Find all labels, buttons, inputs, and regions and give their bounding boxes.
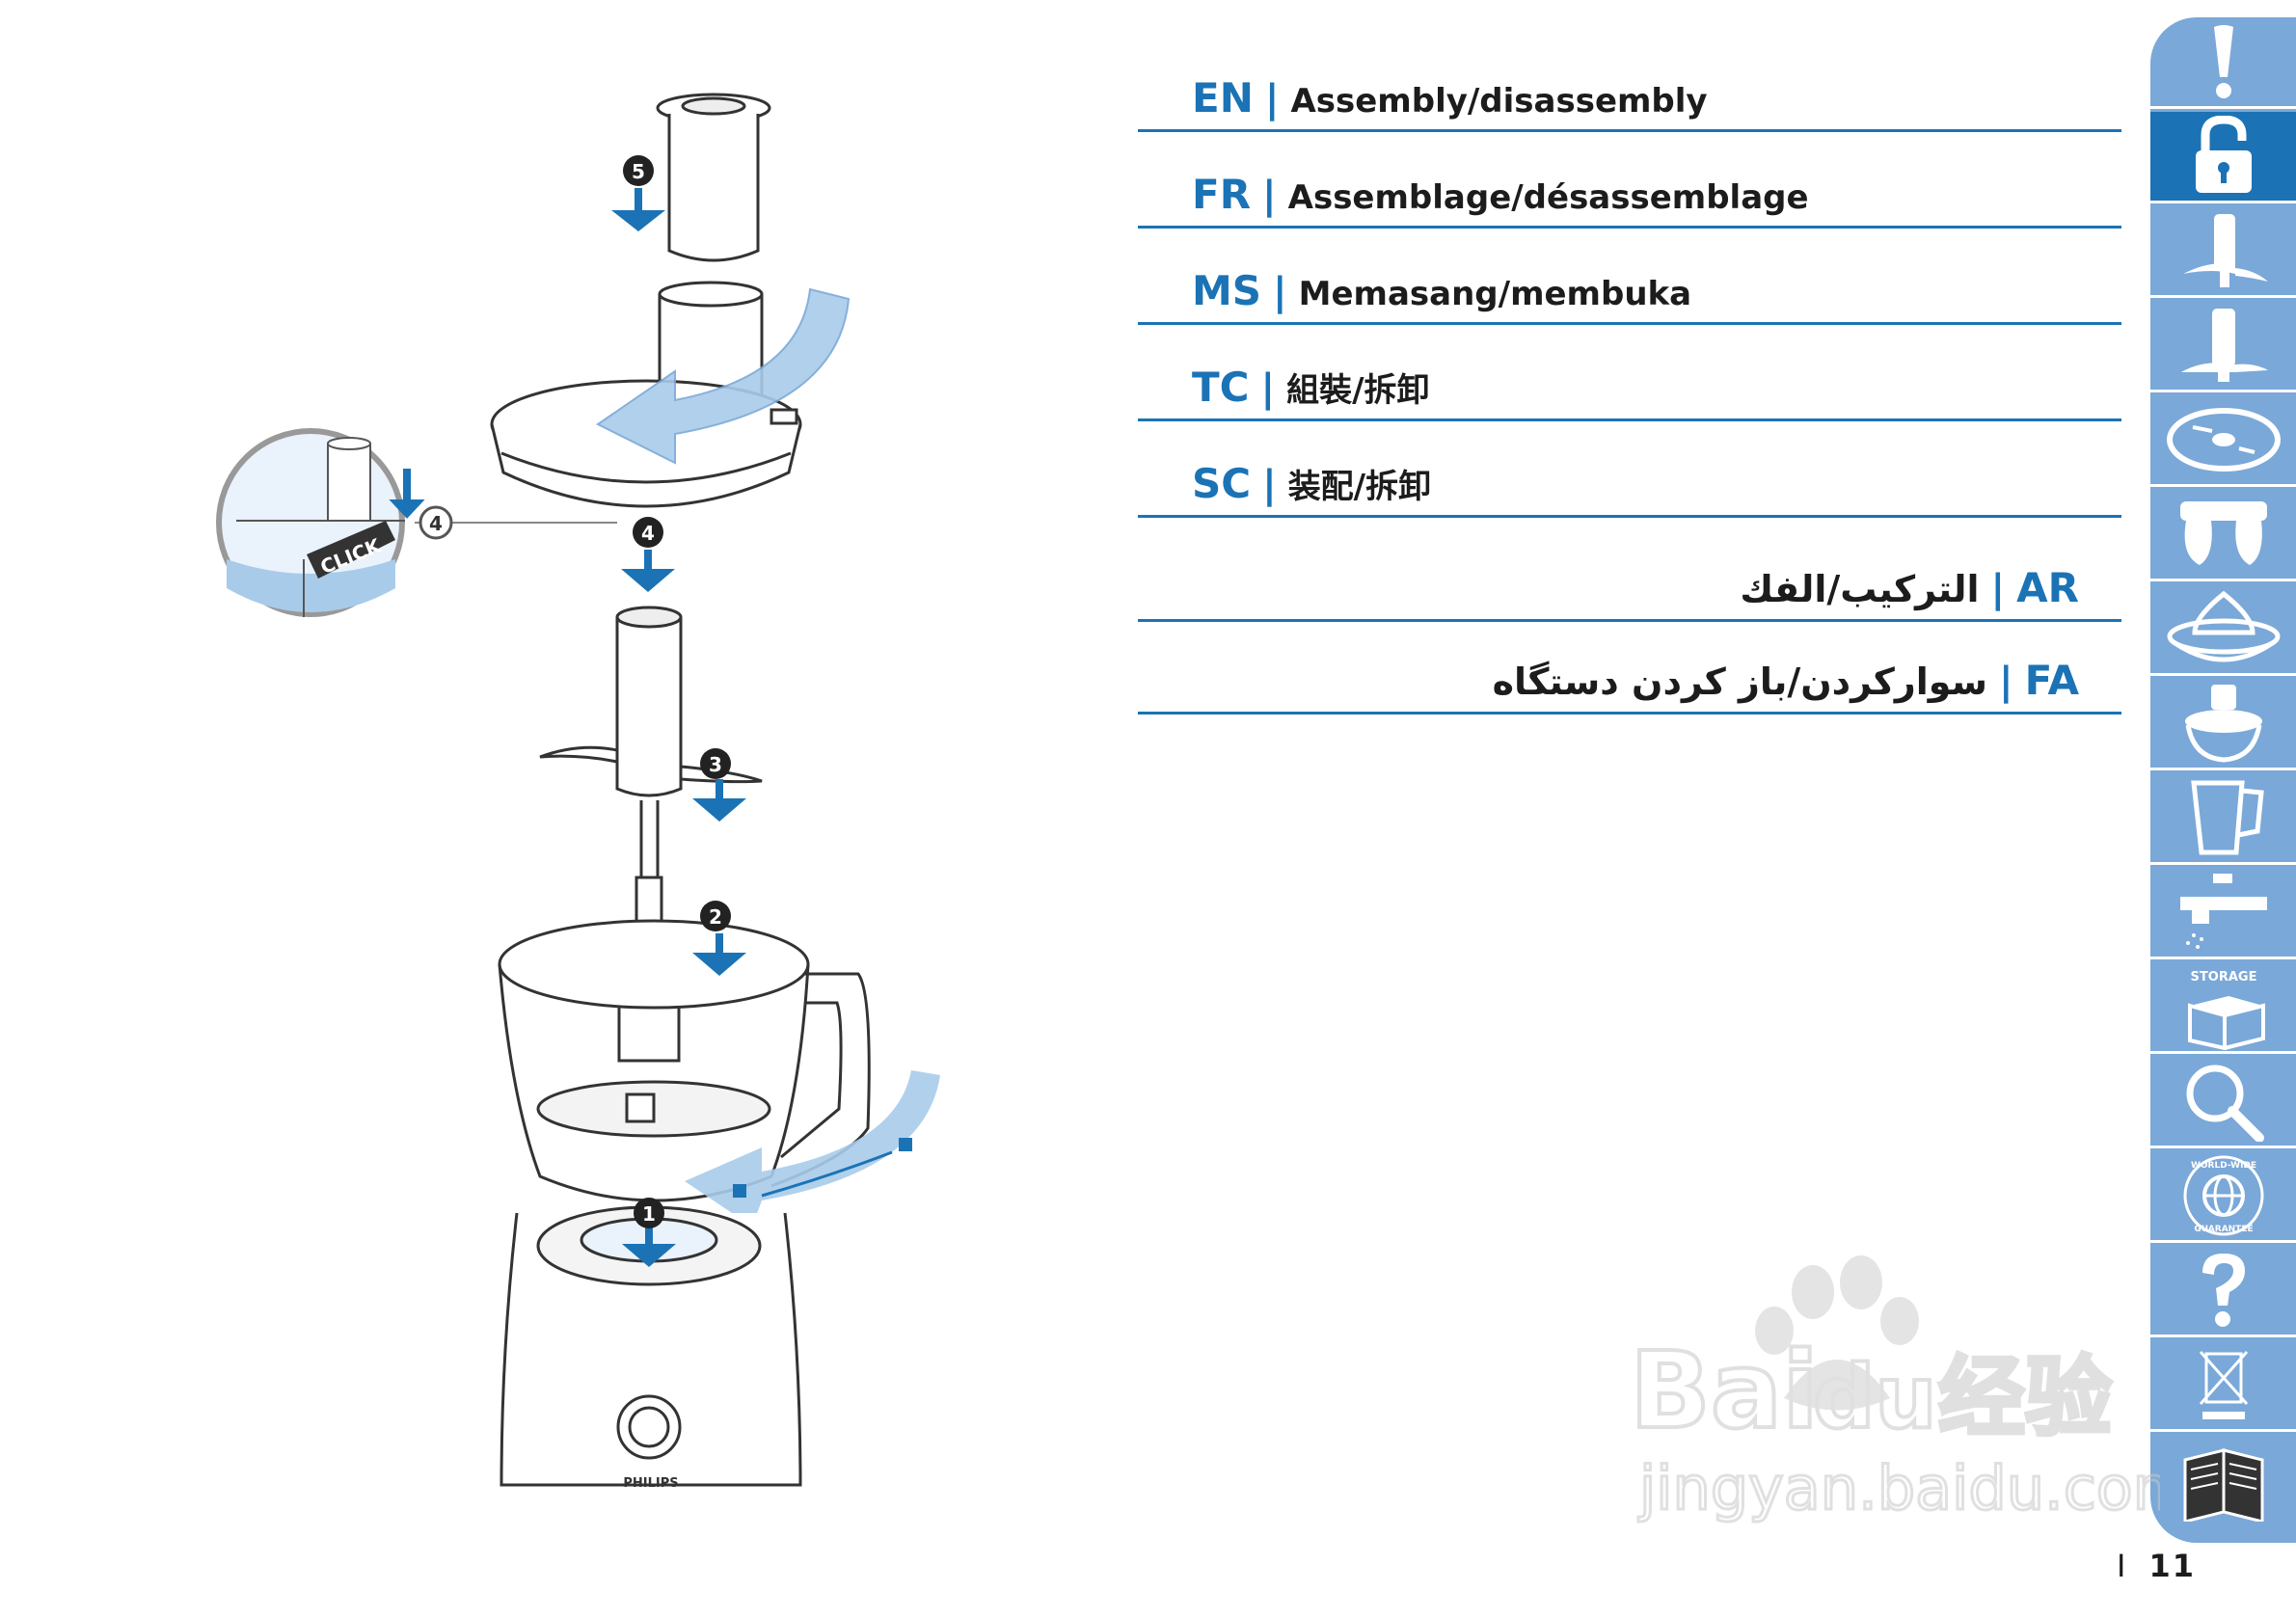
heading-title: التركيب/الفك — [1740, 568, 1980, 610]
watermark-logo-du: du — [1813, 1347, 1937, 1448]
bowl — [498, 919, 871, 1202]
lang-code: AR — [2016, 564, 2079, 611]
heading-title: 組裝/拆卸 — [1286, 371, 1430, 410]
lock-arrow — [685, 1070, 940, 1227]
chopping-blade — [539, 606, 763, 877]
heading-fr: FR| Assemblage/désassemblage — [1138, 148, 2121, 229]
lock-icon — [733, 1184, 746, 1198]
separator: | — [1264, 77, 1280, 121]
step-1: 1 — [642, 1202, 656, 1226]
separator: | — [1273, 270, 1287, 314]
lang-code: MS — [1192, 267, 1262, 314]
motor-base — [500, 1205, 802, 1487]
heading-title: 装配/拆卸 — [1287, 468, 1432, 506]
storage-box-icon: STORAGE — [2187, 970, 2265, 1050]
tab-important[interactable] — [2150, 17, 2296, 109]
globe-icon: WORLD-WIDE GUARANTEE — [2183, 1155, 2263, 1236]
tab-cleaning[interactable] — [2150, 868, 2296, 959]
lang-code: FR — [1192, 171, 1252, 218]
detail-step-number: 4 — [429, 512, 443, 535]
citrus-press-icon — [2167, 590, 2280, 662]
heading-title: Memasang/membuka — [1298, 275, 1692, 313]
lang-code: EN — [1192, 74, 1254, 121]
recycle-bin-icon — [2199, 1351, 2248, 1419]
separator: | — [1262, 174, 1277, 218]
juicer-icon — [2184, 685, 2262, 763]
unlock-icon-small — [899, 1138, 912, 1151]
heading-title: Assemblage/désassemblage — [1287, 178, 1809, 217]
chopping-blade-icon — [2182, 214, 2268, 287]
unlock-icon — [2195, 116, 2252, 193]
separator: | — [1262, 463, 1277, 507]
tab-guarantee[interactable]: WORLD-WIDE GUARANTEE — [2150, 1151, 2296, 1243]
heading-ar: التركيب/الفك|AR — [1138, 542, 2121, 622]
storage-label: STORAGE — [2190, 970, 2256, 984]
heading-title: Assembly/disassembly — [1290, 82, 1708, 121]
step-4: 4 — [641, 522, 655, 545]
food-pusher — [656, 93, 771, 262]
tab-storage[interactable]: STORAGE — [2150, 962, 2296, 1054]
exclamation-icon — [2213, 25, 2233, 98]
assembly-illustration: CLICK 4 PHILIPS — [216, 93, 940, 1491]
heading-en: EN| Assembly/disassembly — [1138, 52, 2121, 132]
lang-code: FA — [2024, 657, 2079, 704]
page-number-value: 11 — [2148, 1548, 2196, 1584]
tap-cleaning-icon — [2179, 874, 2267, 949]
step-arrows — [611, 188, 746, 1267]
tab-assembly[interactable] — [2150, 112, 2296, 203]
watermark-cn: 经验 — [1938, 1347, 2112, 1448]
heading-title: سوارکردن/باز کردن دستگاه — [1492, 661, 1987, 703]
disc-icon — [2166, 408, 2281, 472]
tab-citrus-press[interactable] — [2150, 584, 2296, 676]
lang-code: TC — [1192, 364, 1250, 411]
magnifier-icon — [2186, 1065, 2264, 1142]
blender-jar-icon — [2190, 780, 2264, 855]
step-badges: 5 4 3 2 1 — [623, 155, 731, 1228]
page-number: I 11 — [2117, 1548, 2196, 1584]
baidu-watermark: Bai du 经验 jingyan.baidu.com — [1628, 1255, 2160, 1525]
rotate-arrow — [596, 287, 851, 465]
chapter-sidebar: STORAGE WORLD-WIDE GUARANTEE — [2150, 17, 2296, 1543]
guarantee-top-label: WORLD-WIDE — [2190, 1161, 2255, 1171]
heading-sc: SC| 装配/拆卸 — [1138, 438, 2121, 518]
separator: | — [1990, 567, 2006, 611]
tab-chopping-blade[interactable] — [2150, 206, 2296, 298]
tab-manual[interactable] — [2150, 1435, 2296, 1526]
watermark-url: jingyan.baidu.com — [1637, 1453, 2160, 1524]
tab-troubleshooting[interactable] — [2150, 1057, 2296, 1148]
lock-direction-line — [761, 1150, 893, 1198]
step-5: 5 — [632, 160, 645, 183]
tab-juicer[interactable] — [2150, 679, 2296, 770]
tab-whisk[interactable] — [2150, 490, 2296, 581]
lang-code: SC — [1192, 460, 1252, 507]
heading-ms: MS| Memasang/membuka — [1138, 245, 2121, 325]
heading-tc: TC| 組裝/拆卸 — [1138, 341, 2121, 421]
step-3: 3 — [709, 753, 722, 776]
step-2: 2 — [709, 905, 722, 929]
tab-discs[interactable] — [2150, 395, 2296, 487]
question-mark-icon — [2201, 1254, 2245, 1327]
page-marker: I — [2117, 1548, 2128, 1584]
tab-kneading-blade[interactable] — [2150, 301, 2296, 392]
guarantee-bottom-label: GUARANTEE — [2194, 1225, 2253, 1234]
heading-fa: سوارکردن/باز کردن دستگاه |FA — [1138, 634, 2121, 715]
watermark-logo: Bai — [1630, 1329, 1819, 1452]
tab-blender[interactable] — [2150, 773, 2296, 865]
detail-inset: CLICK 4 — [216, 428, 617, 617]
kneading-blade-icon — [2180, 309, 2268, 382]
separator: | — [1999, 660, 2013, 704]
manual-book-icon — [2183, 1447, 2263, 1522]
tab-environment[interactable] — [2150, 1340, 2296, 1432]
separator: | — [1260, 366, 1276, 411]
brand-label: PHILIPS — [623, 1476, 678, 1491]
whisk-icon — [2179, 501, 2267, 565]
paw-icon — [1755, 1255, 1919, 1411]
tab-faq[interactable] — [2150, 1246, 2296, 1337]
